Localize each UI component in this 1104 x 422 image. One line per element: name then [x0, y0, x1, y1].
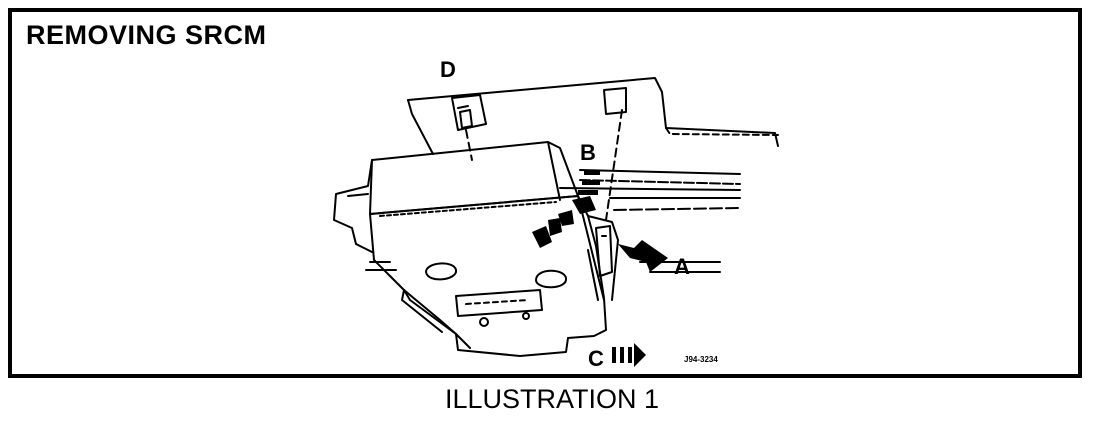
figure-caption: ILLUSTRATION 1 — [444, 384, 660, 414]
callout-c: C — [588, 346, 604, 371]
callout-d: D — [440, 57, 456, 82]
srcm-module — [333, 141, 619, 357]
arrow-b-release — [532, 170, 600, 248]
callout-a: A — [674, 254, 690, 279]
figure-code: J94-3234 — [684, 355, 718, 364]
arrow-c-slide — [612, 343, 646, 367]
mounting-bracket — [407, 77, 779, 221]
arrow-a-push — [618, 240, 668, 272]
callout-b: B — [580, 140, 596, 165]
figure-frame: REMOVING SRCM — [8, 8, 1082, 378]
figure-title: REMOVING SRCM — [26, 20, 267, 50]
